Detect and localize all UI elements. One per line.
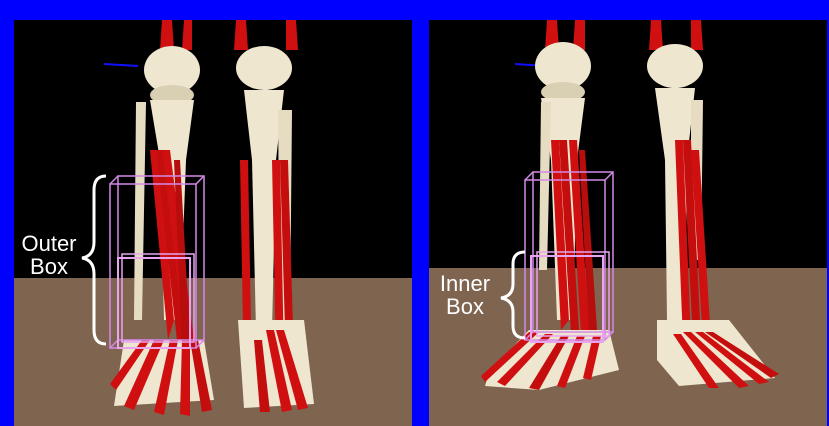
outer-box-label-line2: Box	[18, 255, 80, 278]
right-simulation-view: Inner Box	[429, 20, 827, 426]
inner-box-label: Inner Box	[433, 272, 497, 318]
sky-background	[429, 20, 827, 272]
inner-box-label-line1: Inner	[433, 272, 497, 295]
ground-plane	[14, 278, 412, 426]
right-skeleton-render	[429, 20, 827, 426]
inner-box-label-line2: Box	[433, 295, 497, 318]
outer-box-label-line1: Outer	[18, 232, 80, 255]
outer-box-label: Outer Box	[18, 232, 80, 278]
left-skeleton-render	[14, 20, 412, 426]
left-simulation-view: Outer Box	[14, 20, 412, 426]
